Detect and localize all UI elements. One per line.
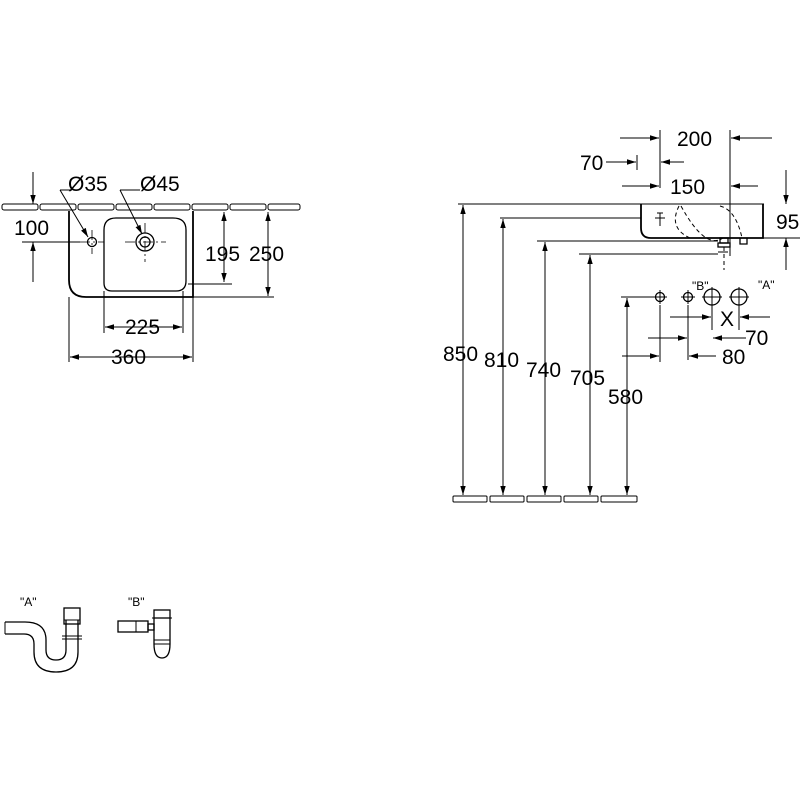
dim-810-label: 810 <box>484 349 519 372</box>
dim-705-label: 705 <box>570 367 605 390</box>
dim-hole-small-label: Ø35 <box>68 173 108 196</box>
dim-hole-large-label: Ø45 <box>140 173 180 196</box>
outlet-a <box>729 287 749 307</box>
trap-b: "B" <box>117 595 172 659</box>
tap-hole-small <box>80 230 104 254</box>
waste-hole-large <box>125 223 166 262</box>
dim-95-label: 95 <box>776 211 799 234</box>
basin-outline <box>68 211 194 298</box>
floor-strip <box>452 495 638 503</box>
trap-a-label: "A" <box>20 595 37 609</box>
tap-marker <box>655 212 665 226</box>
outlet-label-b: "B" <box>692 279 709 293</box>
dim-740-label: 740 <box>526 359 561 382</box>
outlet-b <box>681 290 695 304</box>
dim-195-label: 195 <box>205 243 240 266</box>
dim-200-label: 200 <box>677 128 712 151</box>
side-view: 200 70 150 95 850 810 740 705 <box>443 128 800 503</box>
basin-side-outline <box>640 204 764 239</box>
dim-250-label: 250 <box>249 243 284 266</box>
dim-70-right-label: 70 <box>745 327 768 350</box>
trap-a: "A" <box>4 595 82 673</box>
dim-580-label: 580 <box>608 386 643 409</box>
trap-b-label: "B" <box>128 595 145 609</box>
dim-x-label: X <box>720 308 734 331</box>
dim-360-label: 360 <box>111 346 146 369</box>
dim-70-top-label: 70 <box>580 152 603 175</box>
dim-80-label: 80 <box>722 346 745 369</box>
dim-850-label: 850 <box>443 343 478 366</box>
wall-strip <box>1 203 301 211</box>
outlet-b-small <box>653 290 667 304</box>
outlet-label-a: "A" <box>758 278 775 292</box>
dim-150-label: 150 <box>670 176 705 199</box>
top-view: Ø35 Ø45 100 195 250 225 360 <box>1 172 301 369</box>
dim-100-label: 100 <box>14 217 49 240</box>
basin-bowl <box>103 217 187 292</box>
dim-225-label: 225 <box>125 316 160 339</box>
